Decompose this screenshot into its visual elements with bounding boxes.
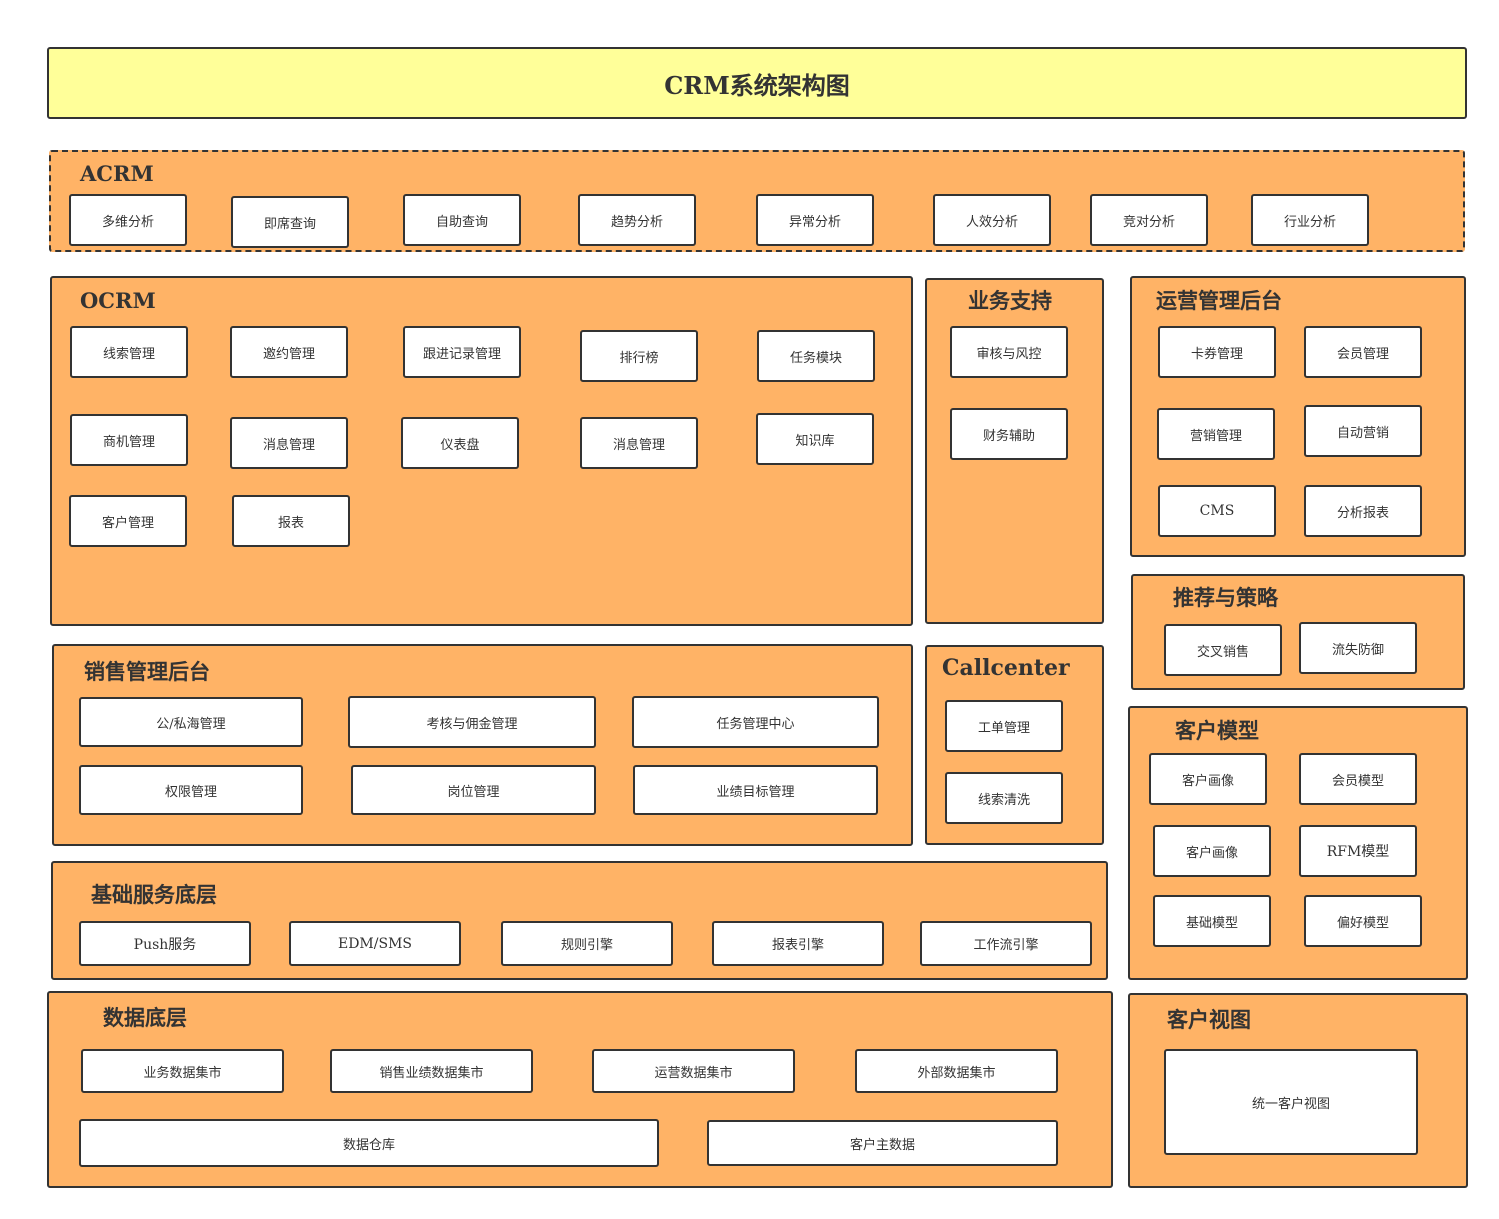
box-report-engine[interactable]: 报表引擎 [712,921,884,966]
box-permission-management[interactable]: 权限管理 [79,765,303,815]
box-trend-analysis[interactable]: 趋势分析 [578,194,696,246]
box-base-model[interactable]: 基础模型 [1153,895,1271,947]
group-label-sales-admin: 销售管理后台 [84,659,210,684]
box-invitation-management[interactable]: 邀约管理 [230,326,348,378]
box-coupon-management[interactable]: 卡券管理 [1158,326,1276,378]
box-leaderboard[interactable]: 排行榜 [580,330,698,382]
group-label-callcenter: Callcenter [942,655,1070,681]
box-lead-management[interactable]: 线索管理 [70,326,188,378]
group-label-recommend: 推荐与策略 [1173,585,1278,610]
group-label-acrm: ACRM [80,161,154,186]
box-anomaly-analysis[interactable]: 异常分析 [756,194,874,246]
box-data-warehouse[interactable]: 数据仓库 [79,1119,659,1167]
box-analysis-reports[interactable]: 分析报表 [1304,485,1422,537]
box-push-service[interactable]: Push服务 [79,921,251,966]
diagram-title: CRM系统架构图 [47,47,1467,119]
box-multidim-analysis[interactable]: 多维分析 [69,194,187,246]
box-rule-engine[interactable]: 规则引擎 [501,921,673,966]
box-marketing-management[interactable]: 营销管理 [1157,408,1275,460]
box-task-center[interactable]: 任务管理中心 [632,696,879,748]
box-business-datamart[interactable]: 业务数据集市 [81,1049,284,1093]
box-reports[interactable]: 报表 [232,495,350,547]
box-performance-target[interactable]: 业绩目标管理 [633,765,878,815]
box-churn-defense[interactable]: 流失防御 [1299,622,1417,674]
box-lead-cleaning[interactable]: 线索清洗 [945,772,1063,824]
box-ops-datamart[interactable]: 运营数据集市 [592,1049,795,1093]
box-preference-model[interactable]: 偏好模型 [1304,895,1422,947]
box-sales-datamart[interactable]: 销售业绩数据集市 [330,1049,533,1093]
box-knowledge-base[interactable]: 知识库 [756,413,874,465]
box-efficiency-analysis[interactable]: 人效分析 [933,194,1051,246]
box-customer-management[interactable]: 客户管理 [69,495,187,547]
box-workflow-engine[interactable]: 工作流引擎 [920,921,1092,966]
box-opportunity-management[interactable]: 商机管理 [70,414,188,466]
group-label-ops-admin: 运营管理后台 [1156,288,1282,313]
box-position-management[interactable]: 岗位管理 [351,765,596,815]
box-finance-assist[interactable]: 财务辅助 [950,408,1068,460]
group-label-customer-model: 客户模型 [1175,718,1259,743]
group-label-base-service: 基础服务底层 [91,882,217,907]
box-industry-analysis[interactable]: 行业分析 [1251,194,1369,246]
group-label-customer-view: 客户视图 [1167,1007,1251,1032]
box-member-model[interactable]: 会员模型 [1299,753,1417,805]
box-assessment-commission[interactable]: 考核与佣金管理 [348,696,596,748]
box-followup-record[interactable]: 跟进记录管理 [403,326,521,378]
box-self-query[interactable]: 自助查询 [403,194,521,246]
box-dashboard[interactable]: 仪表盘 [401,417,519,469]
box-competitor-analysis[interactable]: 竞对分析 [1090,194,1208,246]
box-adhoc-query[interactable]: 即席查询 [231,196,349,248]
box-unified-customer-view[interactable]: 统一客户视图 [1164,1049,1418,1155]
group-label-business-support: 业务支持 [968,288,1052,313]
box-auto-marketing[interactable]: 自动营销 [1304,405,1422,457]
box-customer-profile-2[interactable]: 客户画像 [1153,825,1271,877]
box-edm-sms[interactable]: EDM/SMS [289,921,461,966]
box-member-management[interactable]: 会员管理 [1304,326,1422,378]
group-label-data-layer: 数据底层 [103,1005,187,1030]
box-public-private-pool[interactable]: 公/私海管理 [79,697,303,747]
box-cms[interactable]: CMS [1158,485,1276,537]
box-message-management-2[interactable]: 消息管理 [580,417,698,469]
box-rfm-model[interactable]: RFM模型 [1299,825,1417,877]
box-message-management[interactable]: 消息管理 [230,417,348,469]
box-customer-master-data[interactable]: 客户主数据 [707,1120,1058,1166]
box-audit-risk-control[interactable]: 审核与风控 [950,326,1068,378]
box-task-module[interactable]: 任务模块 [757,330,875,382]
box-ticket-management[interactable]: 工单管理 [945,700,1063,752]
box-cross-selling[interactable]: 交叉销售 [1164,624,1282,676]
box-external-datamart[interactable]: 外部数据集市 [855,1049,1058,1093]
group-label-ocrm: OCRM [80,288,156,313]
box-customer-profile[interactable]: 客户画像 [1149,753,1267,805]
